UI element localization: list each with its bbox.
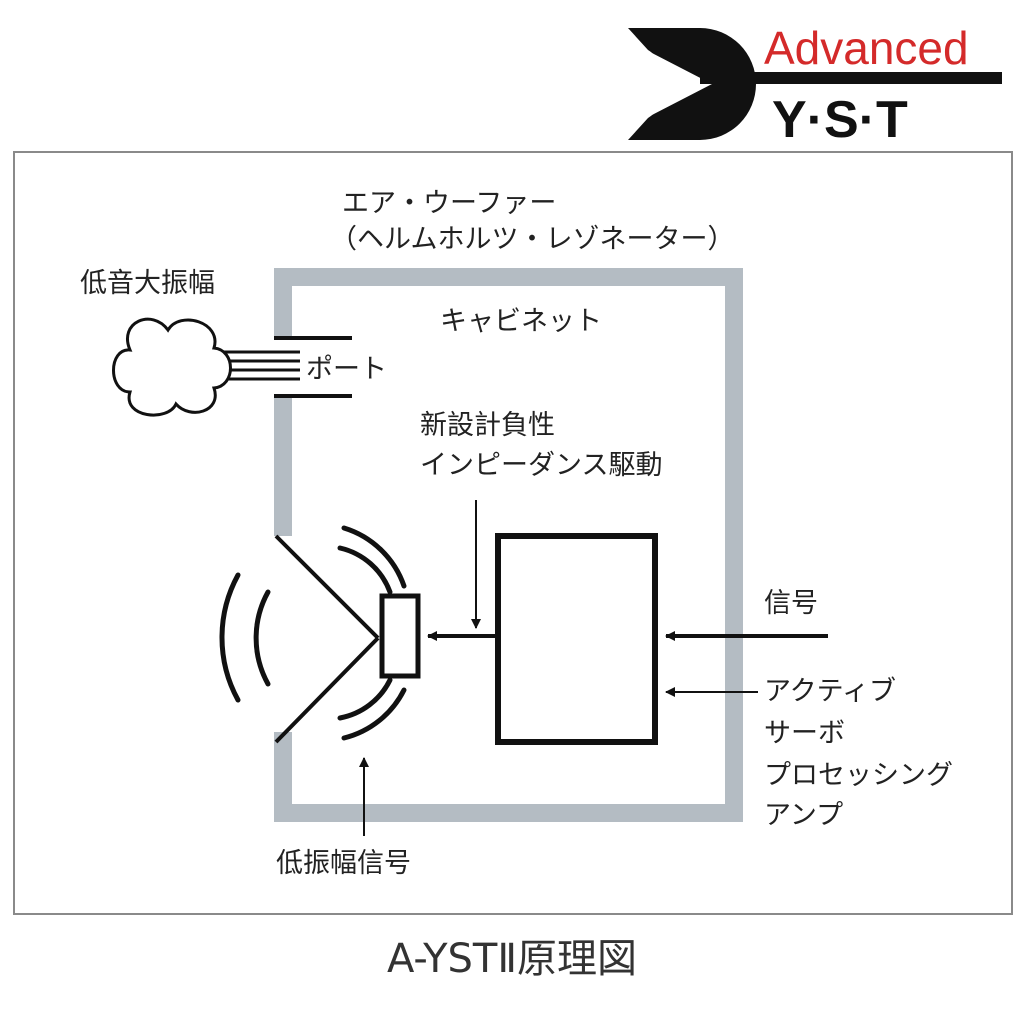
amp-label-line1: アクティブ	[764, 676, 896, 707]
port-label: ポート	[306, 354, 387, 385]
cabinet	[274, 268, 743, 822]
helmholtz-label: （ヘルムホルツ・レゾネーター）	[330, 224, 734, 255]
cabinet-wall-top	[274, 268, 743, 286]
diagram-caption: A-YSTⅡ原理図	[387, 936, 637, 982]
amp-label-line3: プロセッシング	[764, 760, 953, 791]
cabinet-wall-left-middle	[274, 396, 292, 536]
port-tube	[274, 336, 352, 398]
cabinet-label: キャビネット	[440, 306, 602, 337]
cabinet-wall-left-lower	[274, 732, 292, 822]
logo-line1: Advanced	[764, 22, 969, 74]
voice-coil-block	[379, 593, 421, 679]
diagram-frame	[13, 151, 1013, 915]
amp-label-line4: アンプ	[764, 800, 843, 831]
speaker-cone	[274, 534, 380, 744]
impedance-drive-label-line2: インピーダンス駆動	[420, 450, 662, 481]
sound-waves-lower	[337, 677, 407, 741]
logo-bar	[700, 72, 1002, 84]
bass-large-amplitude-label: 低音大振幅	[80, 268, 215, 299]
low-amplitude-signal-label: 低振幅信号	[276, 848, 411, 879]
signal-label: 信号	[764, 588, 818, 619]
sound-waves-left	[219, 572, 271, 703]
amp-label-line2: サーボ	[764, 718, 845, 749]
sound-waves-upper	[337, 525, 407, 595]
logo-line2: Y·S·T	[772, 91, 908, 149]
amplifier-box	[495, 533, 658, 745]
impedance-drive-label-line1: 新設計負性	[420, 410, 555, 441]
cabinet-wall-bottom	[274, 804, 743, 822]
air-woofer-label: エア・ウーファー	[342, 188, 556, 219]
cabinet-wall-right	[725, 268, 743, 822]
bass-cloud-icon	[112, 317, 232, 417]
advanced-yst-logo: Advanced Y·S·T	[628, 22, 1002, 149]
logo-triangle-icon	[650, 52, 712, 116]
cabinet-wall-left-upper	[274, 268, 292, 340]
